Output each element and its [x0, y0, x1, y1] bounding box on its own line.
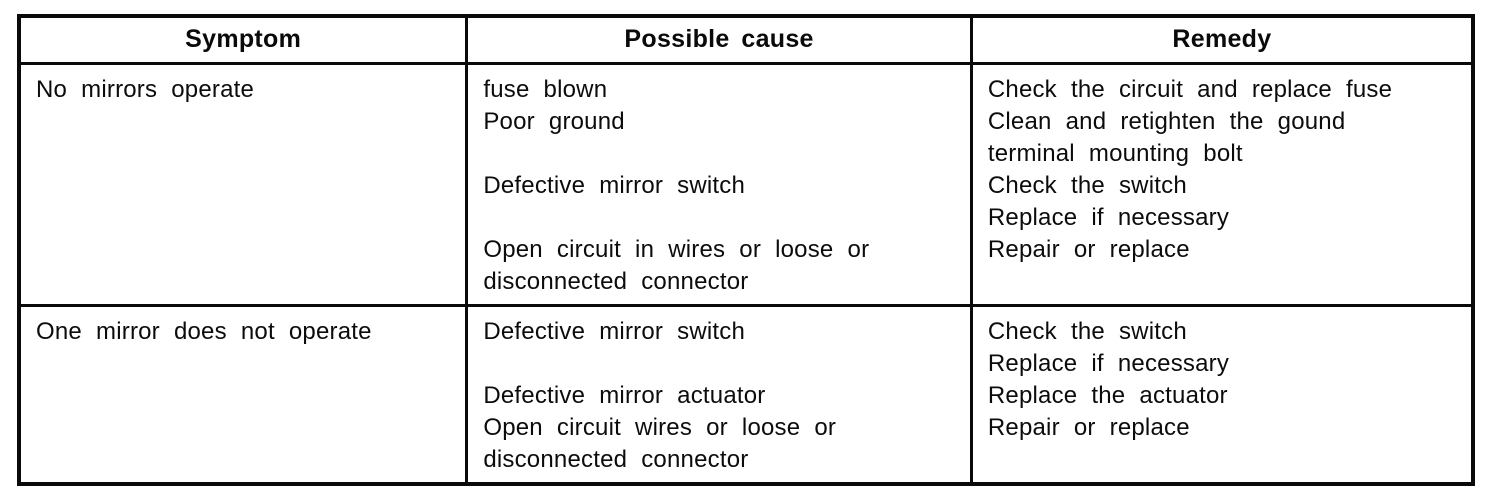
cell-line: Replace if necessary [987, 349, 1230, 377]
cell-line: Replace the actuator [987, 381, 1228, 409]
cell-line: One mirror does not operate [36, 317, 372, 345]
cell-line: Replace if necessary [987, 203, 1230, 231]
cell-line: Poor ground [483, 107, 625, 135]
symptom-cell: One mirror does not operate [17, 303, 469, 485]
col-header-possible-cause: Possible cause [465, 14, 973, 65]
cell-line [483, 348, 964, 380]
cell-line: Check the switch [987, 317, 1187, 345]
cell-line: Repair or replace [987, 413, 1190, 441]
possible-cause-cell: Defective mirror switch Defective mirror… [465, 303, 973, 485]
cell-line: Repair or replace [987, 235, 1190, 263]
col-header-remedy: Remedy [969, 14, 1475, 65]
cell-line: Check the switch [987, 171, 1187, 199]
cell-line: Defective mirror actuator [483, 381, 766, 409]
cell-line: disconnected connector [483, 445, 749, 473]
table-header-row: Symptom Possible cause Remedy [17, 14, 1475, 65]
table-row: One mirror does not operate Defective mi… [17, 303, 1475, 485]
cell-line: Check the circuit and replace fuse [987, 75, 1393, 103]
cell-line [483, 138, 964, 170]
cell-line: Defective mirror switch [483, 317, 746, 345]
cell-line: Defective mirror switch [483, 171, 746, 199]
cell-line: No mirrors operate [36, 75, 255, 103]
cell-line: terminal mounting bolt [987, 139, 1243, 167]
troubleshooting-table: Symptom Possible cause Remedy No mirrors… [17, 14, 1475, 486]
col-header-symptom: Symptom [17, 14, 469, 65]
cell-line [483, 202, 964, 234]
cell-line: fuse blown [483, 75, 608, 103]
cell-line: Open circuit wires or loose or [483, 413, 837, 441]
cell-line: disconnected connector [483, 267, 749, 295]
cell-line: Open circuit in wires or loose or [483, 235, 870, 263]
cell-line: Clean and retighten the gound [987, 107, 1346, 135]
symptom-cell: No mirrors operate [17, 61, 469, 307]
